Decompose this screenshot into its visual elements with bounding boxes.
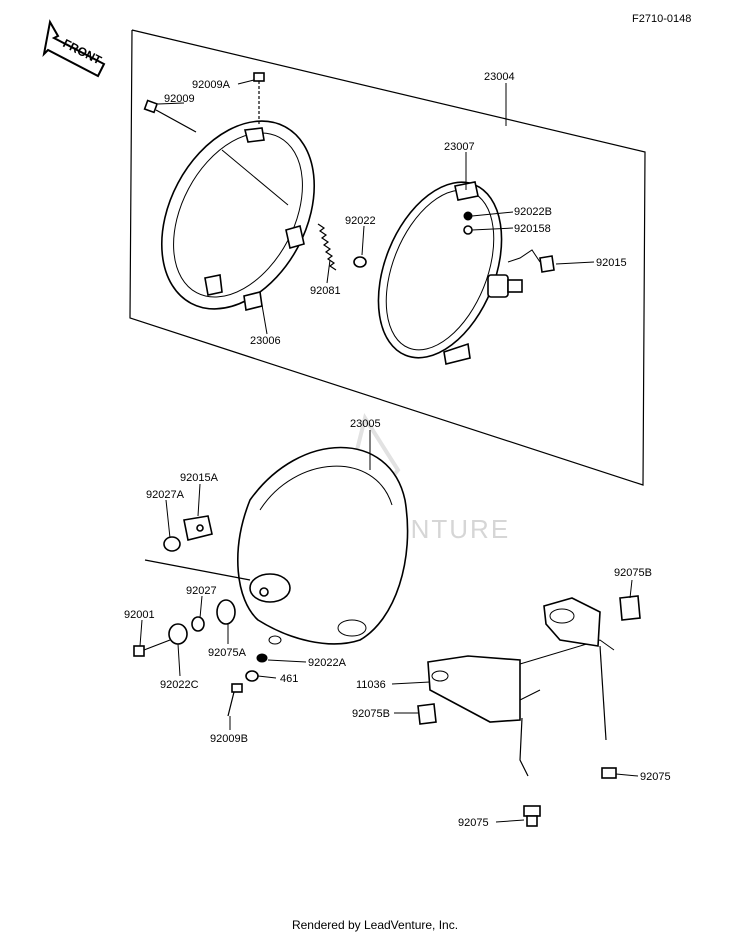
headlight-rim (160, 120, 316, 311)
washer-92022c (168, 623, 188, 645)
label-23007: 23007 (444, 141, 475, 153)
label-23005: 23005 (350, 418, 381, 430)
screw-92009 (143, 99, 197, 133)
screw-92009a (253, 72, 265, 125)
label-92075-right: 92075 (640, 771, 671, 783)
bolt-92075-right (601, 767, 617, 779)
front-arrow-icon: FRONT (42, 19, 106, 78)
damper-92075a (216, 599, 236, 625)
label-23004: 23004 (484, 71, 515, 83)
bracket-92015a (183, 515, 213, 541)
assembly-panel (129, 29, 646, 486)
washer-92022 (353, 256, 367, 268)
headlight-housing (144, 446, 409, 645)
label-92009: 92009 (164, 93, 195, 105)
collar-92027 (191, 616, 205, 632)
bolt-92001 (133, 639, 171, 657)
label-23006: 23006 (250, 335, 281, 347)
label-92001: 92001 (124, 609, 155, 621)
label-92009b: 92009B (210, 733, 248, 745)
label-92022c: 92022C (160, 679, 199, 691)
diagram-id: F2710-0148 (632, 13, 691, 25)
label-92015b: 920158 (514, 223, 551, 235)
label-92027a: 92027A (146, 489, 185, 501)
label-461: 461 (280, 673, 298, 685)
sealed-beam-unit (377, 181, 555, 365)
nut-92022a (256, 653, 268, 663)
label-92015a: 92015A (180, 472, 219, 484)
washer-461 (245, 670, 259, 682)
label-92022b: 92022B (514, 206, 552, 218)
headlight-stay (417, 595, 641, 777)
label-92081: 92081 (310, 285, 341, 297)
label-92075b: 92075B (352, 708, 390, 720)
label-92027: 92027 (186, 585, 217, 597)
leader-lines (139, 79, 639, 823)
screw-92009b (227, 683, 243, 717)
spring-92081 (317, 223, 337, 271)
grommet-92027a (163, 536, 181, 552)
label-92015: 92015 (596, 257, 627, 269)
label-92022: 92022 (345, 215, 376, 227)
label-92022a: 92022A (308, 657, 347, 669)
bolt-92075-bottom (523, 805, 541, 827)
footer-credit: Rendered by LeadVenture, Inc. (291, 918, 459, 932)
label-11036: 11036 (356, 679, 386, 691)
label-92075a: 92075A (208, 647, 247, 659)
label-92009a: 92009A (192, 79, 231, 91)
label-92075-bottom: 92075 (458, 817, 489, 829)
label-92075b-top: 92075B (614, 567, 652, 579)
